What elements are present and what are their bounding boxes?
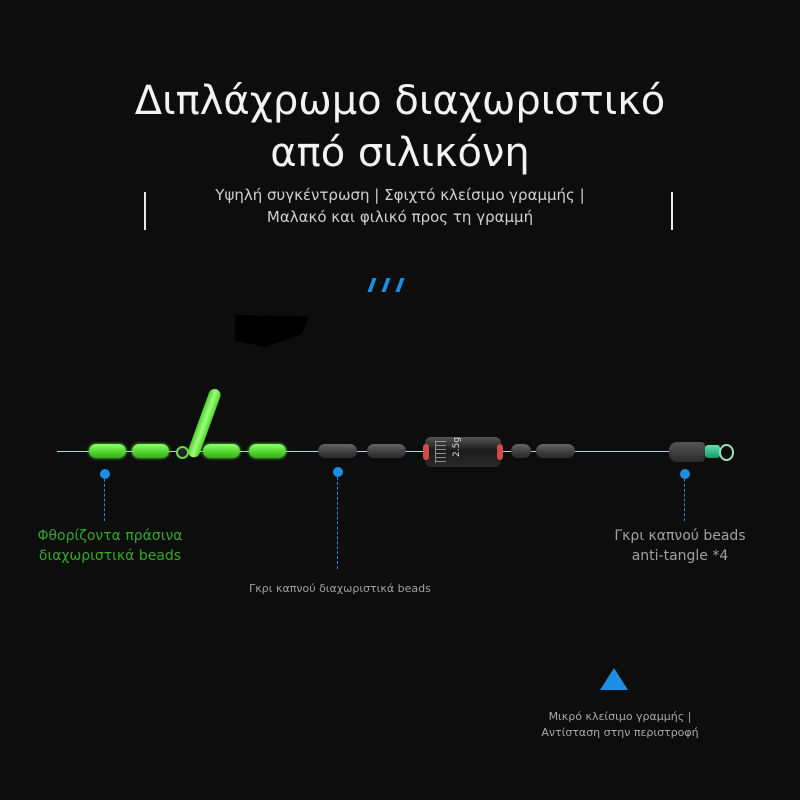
subtitle-line2: Μαλακό και φιλικό προς τη γραμμή [266, 208, 534, 226]
pointer-dot-gray [333, 467, 343, 477]
callout-green-beads: Φθορίζοντα πράσινα διαχωριστικά beads [37, 528, 183, 564]
page-title-line2: από σιλικόνη [270, 130, 530, 176]
sinker-weight-label: 2.5g [452, 436, 462, 457]
gray-bead [318, 444, 357, 458]
bottom-note: Μικρό κλείσιμο γραμμής | Αντίσταση στην … [541, 710, 699, 739]
pointer-line-green [104, 479, 105, 521]
green-bead [89, 444, 126, 458]
swivel-ring-icon [719, 444, 734, 461]
gray-bead [367, 444, 406, 458]
right-divider [671, 192, 673, 230]
sinker: 2.5g [423, 436, 503, 467]
gray-bead-small [511, 444, 531, 458]
pointer-line-anti-tangle [684, 479, 685, 521]
swivel-icon [705, 445, 720, 458]
green-bead [132, 444, 169, 458]
callout-gray-spacer-beads: Γκρι καπνού διαχωριστικά beads [249, 582, 431, 595]
green-bead [249, 444, 286, 458]
pointer-line-gray [337, 477, 338, 569]
slash-marks-icon [367, 278, 408, 294]
dark-shape [235, 315, 309, 347]
stick-ring [176, 446, 189, 459]
fishing-line [57, 451, 672, 452]
gray-bead [536, 444, 575, 458]
page-title-line1: Διπλάχρωμο διαχωριστικό [134, 78, 666, 124]
callout-anti-tangle-beads: Γκρι καπνού beads anti-tangle *4 [614, 528, 746, 564]
sinker-scale [435, 441, 446, 463]
subtitle-line1: Υψηλή συγκέντρωση | Σφιχτό κλείσιμο γραμ… [215, 186, 585, 204]
pointer-dot-anti-tangle [680, 469, 690, 479]
left-divider [144, 192, 146, 230]
anti-tangle-cone [669, 442, 705, 462]
pointer-dot-green [100, 469, 110, 479]
green-bead [203, 444, 240, 458]
triangle-icon [600, 668, 628, 690]
